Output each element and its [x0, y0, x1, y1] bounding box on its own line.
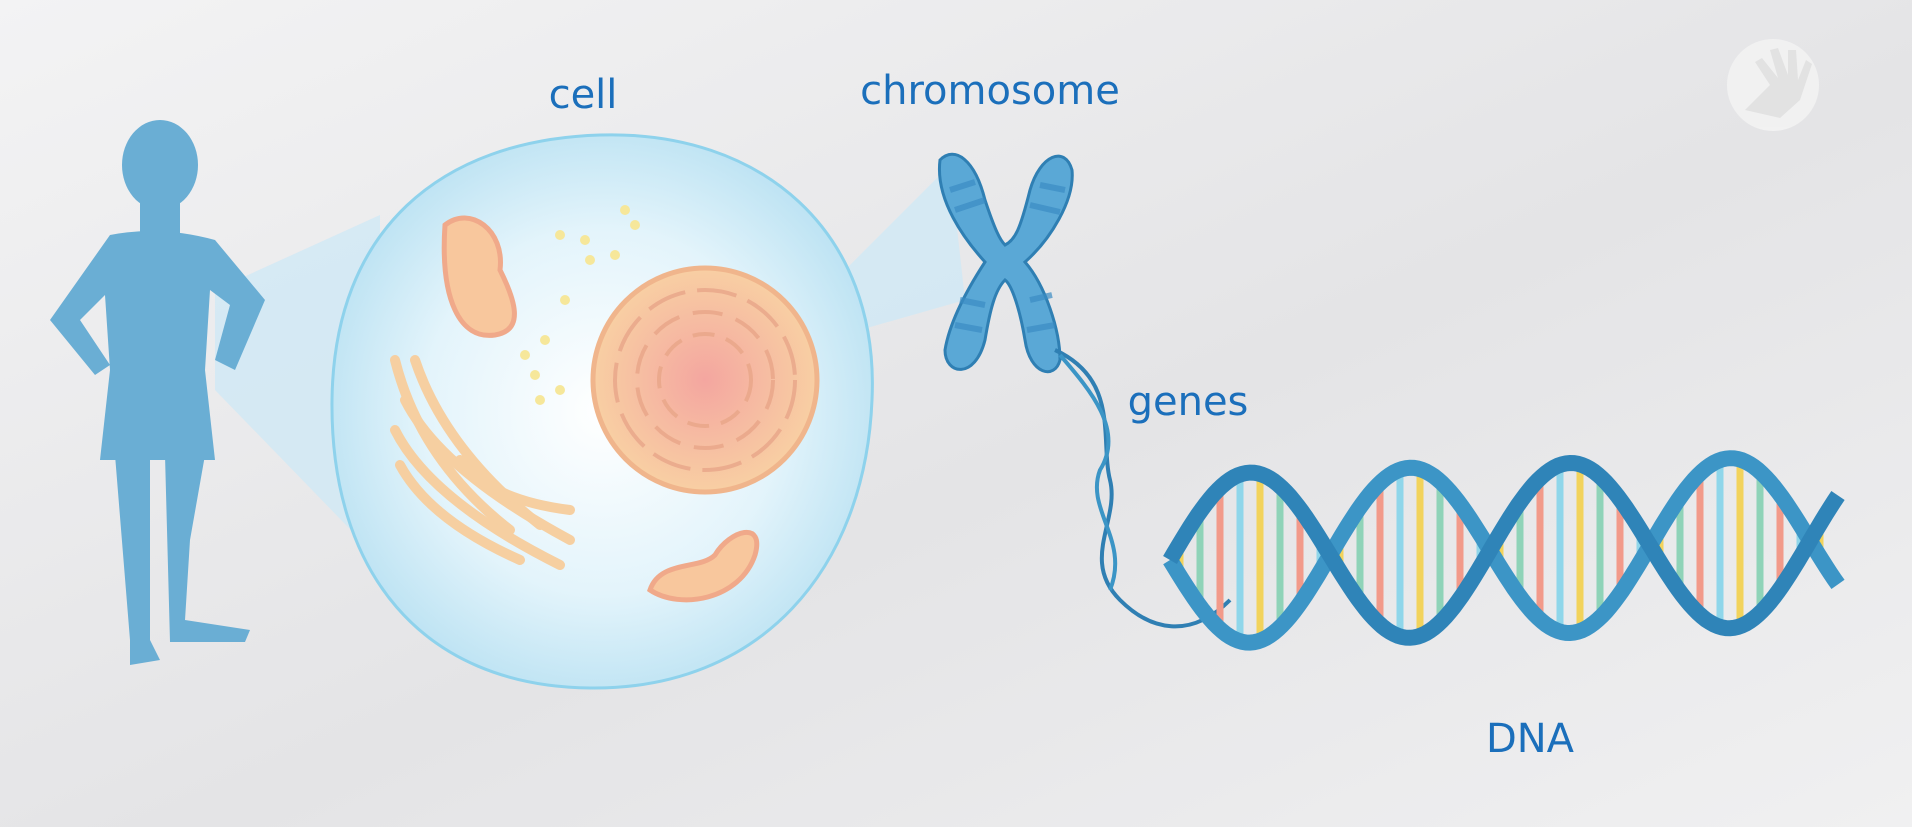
- mitochondrion: [647, 529, 760, 603]
- dna-backbone: [1163, 454, 1845, 646]
- chromosome: [937, 152, 1074, 374]
- mitochondrion: [441, 215, 517, 338]
- hand-icon: [1745, 48, 1812, 118]
- label-chromosome: chromosome: [860, 68, 1120, 114]
- dna-backbone: [1163, 450, 1845, 651]
- golgi-apparatus: [390, 355, 575, 570]
- label-genes: genes: [1128, 379, 1249, 425]
- gene-strand: [1058, 353, 1118, 591]
- nucleus: [590, 265, 820, 495]
- gene-strand: [1054, 348, 1232, 629]
- ribosomes: [520, 205, 640, 405]
- label-dna: DNA: [1486, 716, 1575, 762]
- dna-double-helix: [1163, 450, 1845, 651]
- hand-logo: [1727, 39, 1819, 131]
- cell: [330, 133, 874, 690]
- zoom-cone-cell-to-chromosome: [830, 165, 965, 330]
- child-silhouette: [50, 120, 265, 665]
- label-cell: cell: [549, 72, 618, 118]
